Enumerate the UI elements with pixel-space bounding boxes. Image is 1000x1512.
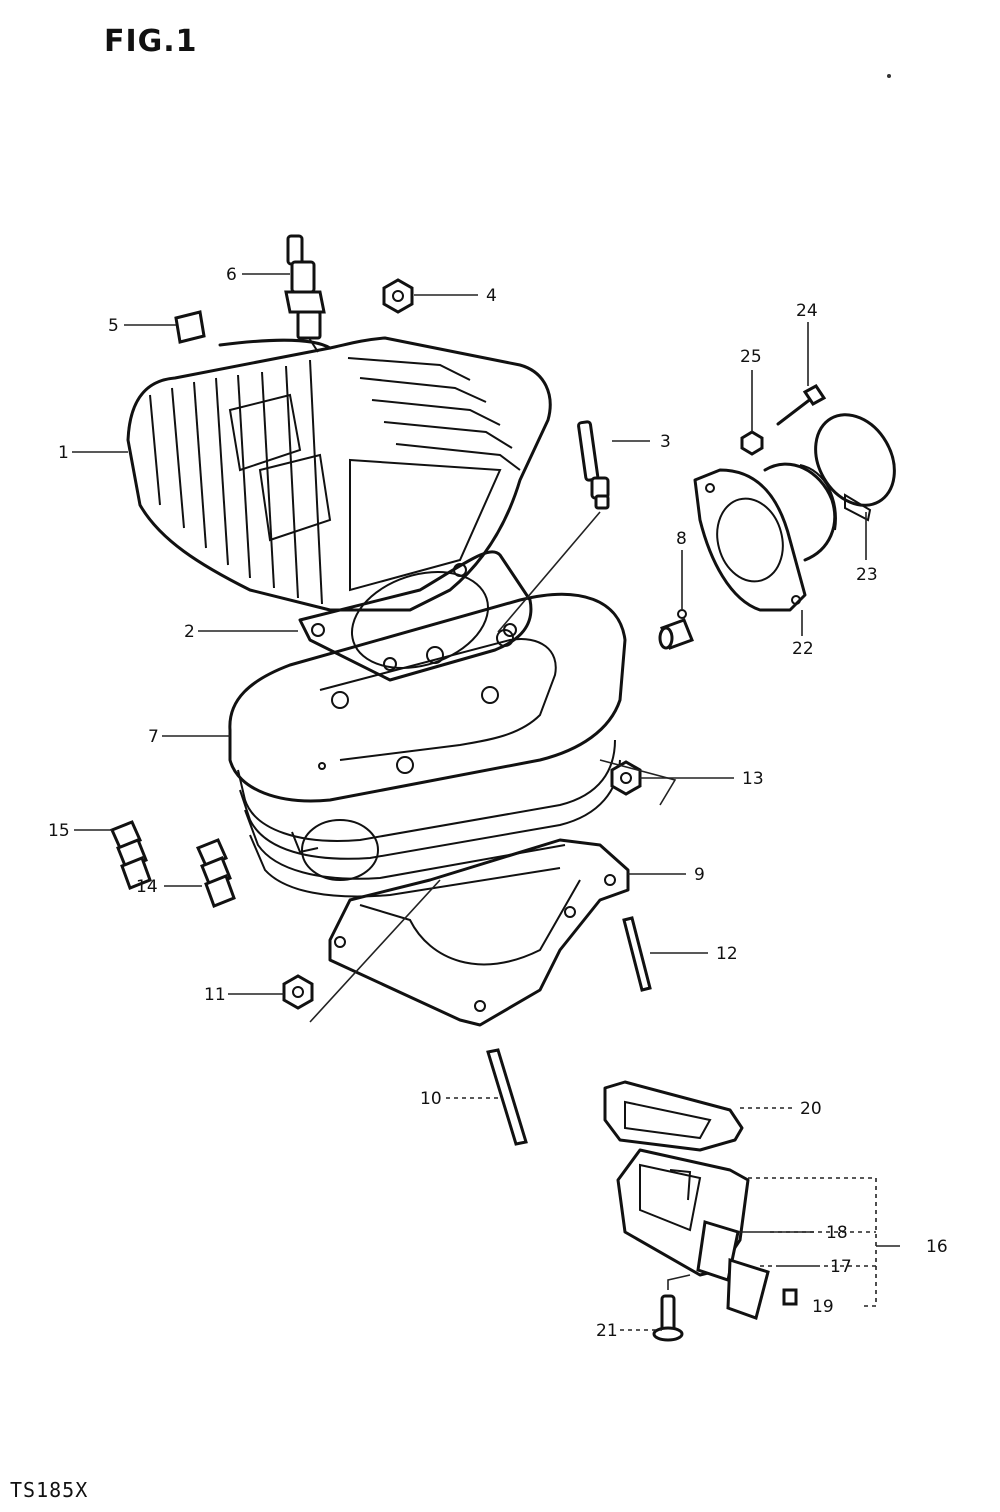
intake-pipe (693, 462, 837, 612)
clamp-nut (740, 430, 764, 456)
nipple-fitting (658, 609, 694, 650)
cushion-15 (109, 820, 152, 890)
clamp-screw (776, 384, 827, 426)
callout-9: 9 (694, 865, 705, 885)
head-nut (382, 278, 414, 314)
callout-11: 11 (204, 985, 226, 1005)
callout-2: 2 (184, 622, 195, 642)
callout-labels: 1 2 3 4 5 6 7 8 9 10 11 12 13 14 15 16 1… (48, 265, 948, 1341)
stud-bolt-10 (486, 1048, 528, 1146)
callout-24: 24 (796, 301, 818, 321)
cushion-14 (195, 838, 236, 908)
stud-bolt-12 (622, 916, 652, 992)
callout-3: 3 (660, 432, 671, 452)
model-code: TS185X (10, 1478, 89, 1502)
callout-19: 19 (812, 1297, 834, 1317)
cylinder-nut-13 (610, 760, 642, 796)
callout-1: 1 (58, 443, 69, 463)
callout-23: 23 (856, 565, 878, 585)
callout-20: 20 (800, 1099, 822, 1119)
cylinder (228, 592, 627, 898)
spark-plug (284, 234, 326, 353)
callout-5: 5 (108, 316, 119, 336)
callout-8: 8 (676, 529, 687, 549)
reed-valve-gasket (603, 1080, 744, 1152)
callout-17: 17 (830, 1257, 852, 1277)
callout-6: 6 (226, 265, 237, 285)
callout-14: 14 (136, 877, 158, 897)
cylinder-nut-11 (282, 974, 314, 1010)
figure-title: FIG.1 (104, 24, 198, 59)
reed-stopper (726, 1257, 770, 1320)
hose-clamp (814, 413, 896, 522)
callout-4: 4 (486, 286, 497, 306)
callout-21: 21 (596, 1321, 618, 1341)
callout-7: 7 (148, 727, 159, 747)
callout-16: 16 (926, 1237, 948, 1257)
stud-bolt-upper (577, 420, 610, 510)
callout-25: 25 (740, 347, 762, 367)
base-gasket (328, 838, 630, 1027)
reed-valve-body (616, 1148, 750, 1277)
callout-12: 12 (716, 944, 738, 964)
assembly-lines (309, 511, 900, 1307)
cylinder-head (126, 336, 552, 612)
callout-10: 10 (420, 1089, 442, 1109)
reed-screw (782, 1288, 798, 1306)
speck-mark (887, 74, 891, 78)
callout-22: 22 (792, 639, 814, 659)
callout-13: 13 (742, 769, 764, 789)
reed-bolt (652, 1294, 684, 1342)
callout-15: 15 (48, 821, 70, 841)
head-cap (174, 310, 206, 344)
callout-18: 18 (826, 1223, 848, 1243)
